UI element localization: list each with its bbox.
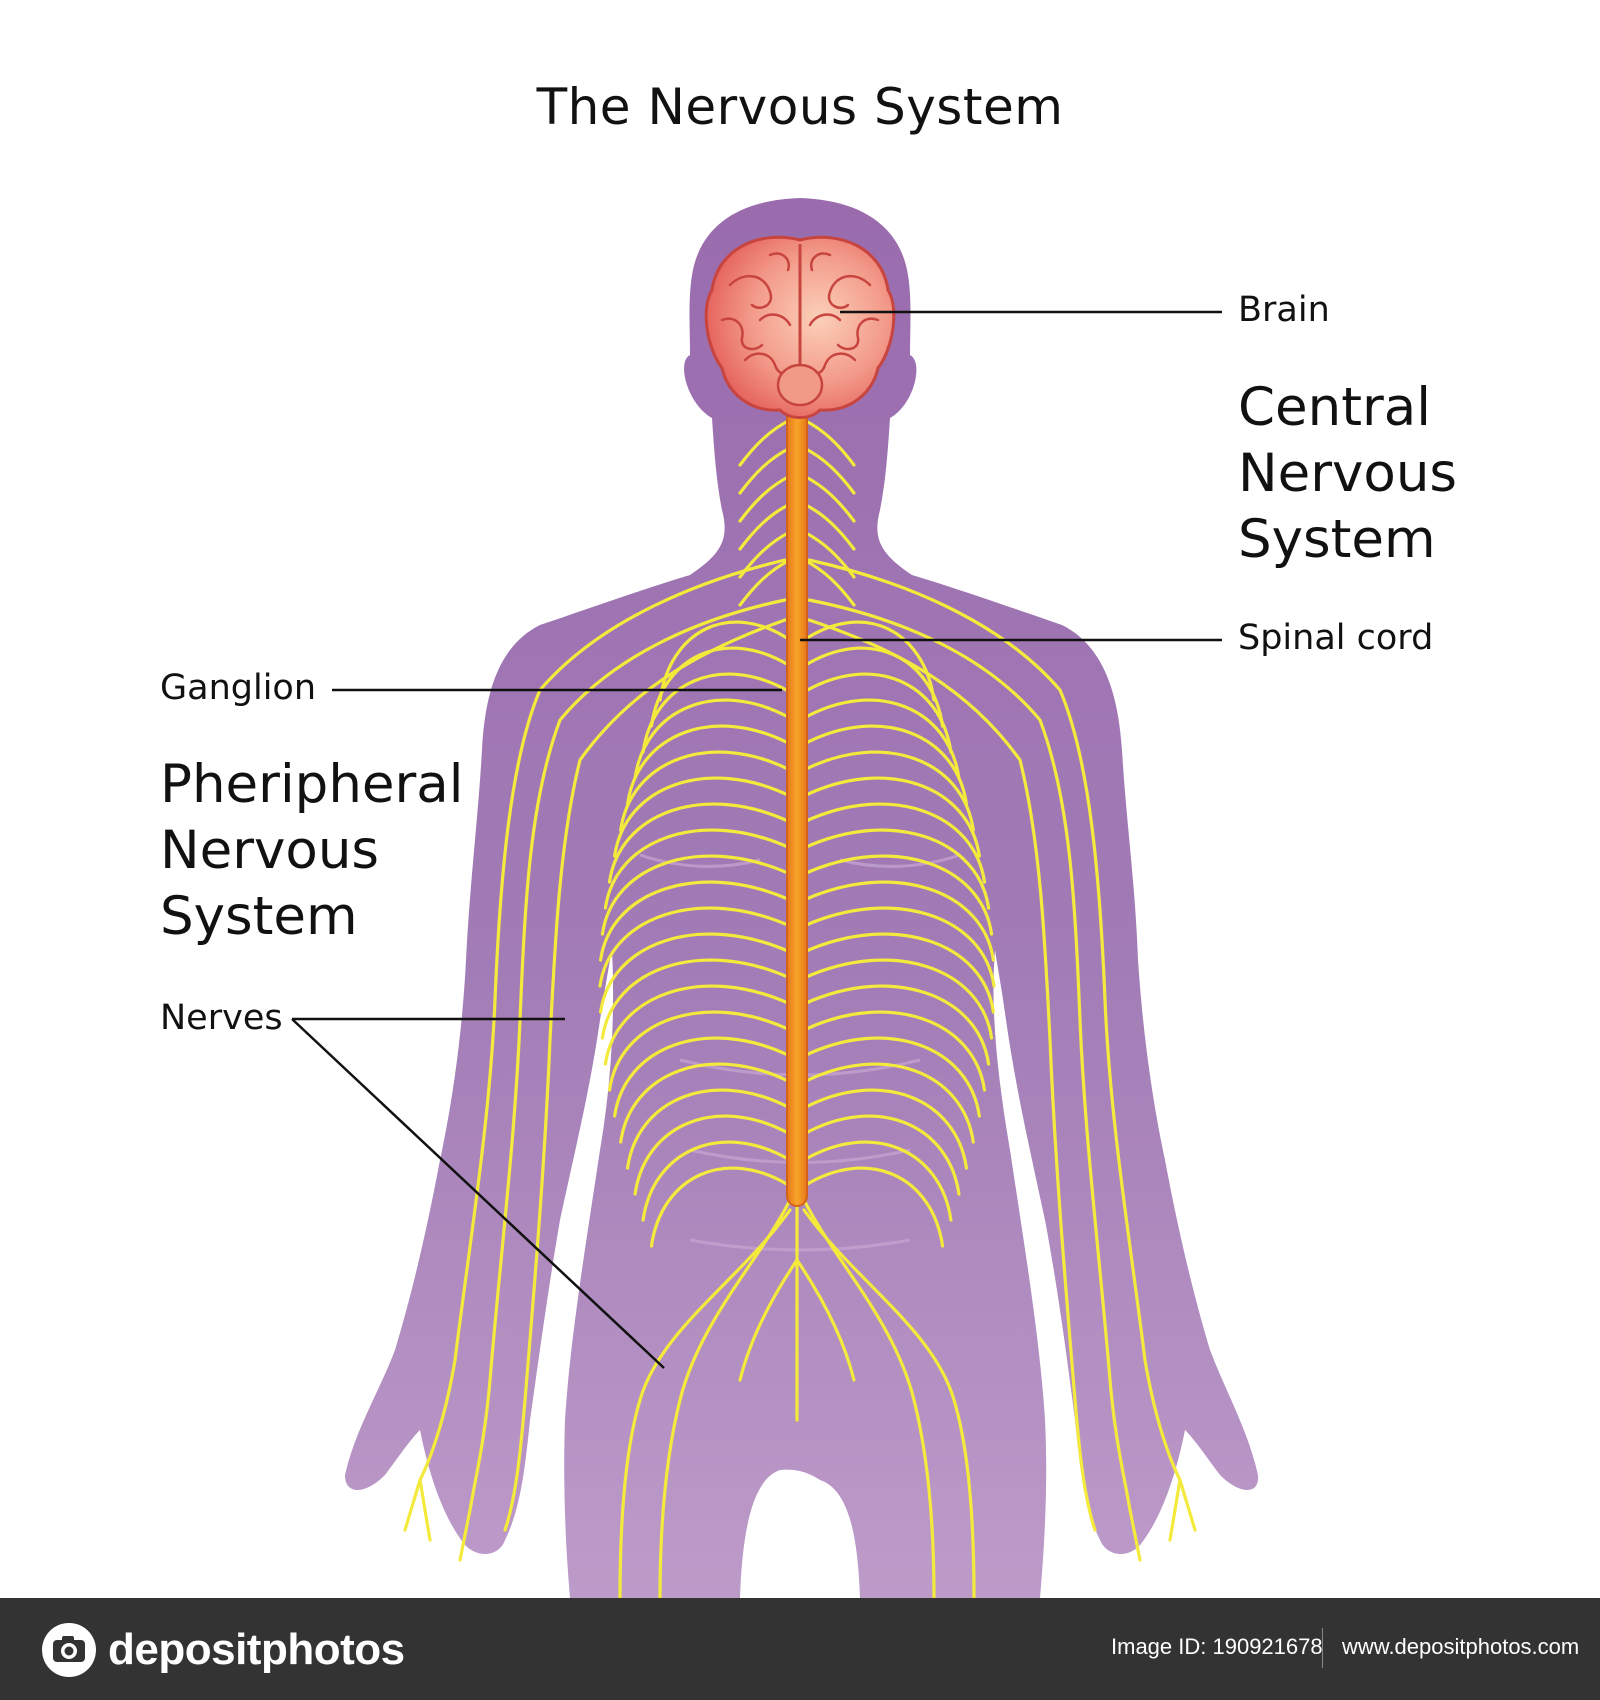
label-central-nervous-system: Central Nervous System xyxy=(1238,377,1458,570)
camera-icon xyxy=(42,1623,96,1677)
brain xyxy=(704,235,896,419)
logo-text: depositphotos xyxy=(108,1625,405,1674)
label-peripheral-nervous-system: Pheripheral Nervous System xyxy=(160,754,464,947)
diagram-title: The Nervous System xyxy=(536,78,1064,136)
peripheral-nerves xyxy=(403,418,1197,1598)
label-nerves: Nerves xyxy=(160,998,283,1038)
logo: depositphotos xyxy=(40,1620,405,1680)
label-spinal-cord: Spinal cord xyxy=(1238,618,1434,658)
footer-separator xyxy=(1322,1628,1323,1668)
nerves-leader-2 xyxy=(291,1018,665,1369)
nervous-system-diagram xyxy=(291,198,1259,1598)
spinal-cord xyxy=(786,399,808,1207)
image-id: Image ID: 190921678 xyxy=(1111,1634,1323,1659)
website-link[interactable]: www.depositphotos.com xyxy=(1342,1634,1580,1659)
label-brain: Brain xyxy=(1238,290,1330,330)
label-ganglion: Ganglion xyxy=(160,668,317,708)
footer-bar: depositphotos Image ID: 190921678 www.de… xyxy=(0,1598,1600,1700)
leader-lines xyxy=(291,310,1222,1369)
